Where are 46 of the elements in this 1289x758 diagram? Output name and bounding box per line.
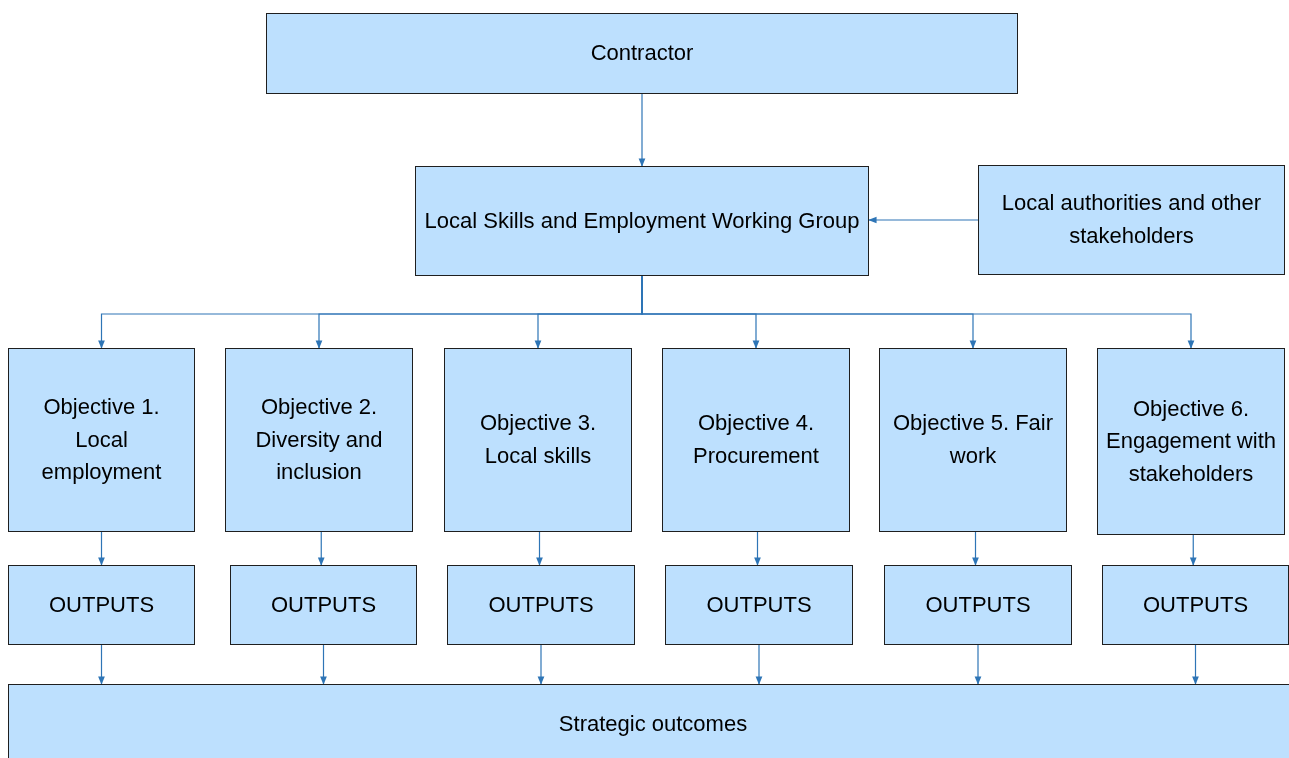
arrow — [98, 531, 105, 566]
arrow — [868, 216, 979, 224]
arrow — [638, 93, 646, 167]
arrow — [536, 531, 543, 566]
arrow — [317, 531, 325, 566]
process-box — [8, 565, 195, 645]
process-box — [8, 348, 195, 532]
process-box — [266, 13, 1018, 94]
process-box — [415, 166, 869, 276]
arrow — [754, 531, 761, 566]
arrow — [320, 644, 327, 685]
box-label: OUTPUTS — [1142, 590, 1249, 619]
box-label: OUTPUTS — [706, 590, 812, 619]
box-label: OUTPUTS — [925, 590, 1031, 619]
process-box — [1102, 565, 1289, 645]
box-label: Objective 4. Procurement — [692, 409, 820, 470]
process-box — [225, 348, 413, 532]
process-box — [447, 565, 635, 645]
box-label: Local Skills and Employment Working Group — [424, 206, 860, 235]
process-box — [662, 348, 850, 532]
box-label: Objective 6. Engagement with stakeholders — [1105, 394, 1277, 488]
arrow — [974, 644, 982, 685]
box-label: Objective 2. Diversity and inclusion — [254, 393, 384, 487]
process-box — [230, 565, 417, 645]
process-box — [665, 565, 853, 645]
process-box — [8, 684, 1289, 758]
process-box — [978, 165, 1285, 275]
box-label: OUTPUTS — [48, 590, 155, 619]
arrow — [755, 644, 763, 685]
box-label: OUTPUTS — [488, 590, 594, 619]
box-label: Contractor — [590, 39, 694, 68]
arrow — [1192, 644, 1199, 685]
box-label: Strategic outcomes — [558, 709, 748, 738]
arrow — [972, 531, 979, 566]
box-label: Local authorities and other stakeholders — [1000, 189, 1263, 250]
box-label: Objective 1. Local employment — [40, 393, 163, 487]
box-label: OUTPUTS — [270, 590, 377, 619]
process-box — [1097, 348, 1285, 535]
arrow — [98, 644, 105, 685]
process-box — [879, 348, 1067, 532]
arrow — [1189, 534, 1197, 566]
process-box — [884, 565, 1072, 645]
box-label: Objective 5. Fair work — [891, 409, 1055, 470]
box-label: Objective 3. Local skills — [478, 409, 598, 470]
process-box — [444, 348, 632, 532]
arrow — [537, 644, 545, 685]
